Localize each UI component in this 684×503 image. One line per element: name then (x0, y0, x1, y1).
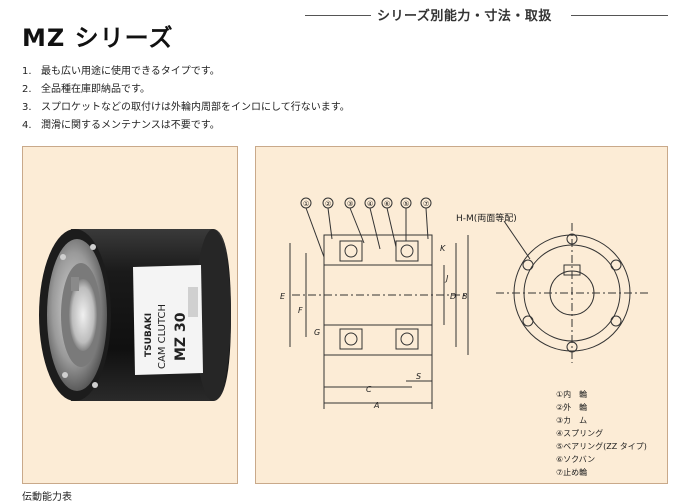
svg-text:⑥: ⑥ (384, 200, 390, 208)
label-brand: TSUBAKI (144, 313, 154, 357)
feature-list: 1.最も広い用途に使用できるタイプです。 2.全品種在庫即納品です。 3.スプロ… (22, 63, 350, 135)
dimension-drawing: ① ② ③ ④ ⑥ ⑤ ⑦ H-M(両面等配) K J D B E F G S … (255, 146, 668, 484)
svg-text:A: A (373, 401, 379, 410)
svg-text:C: C (366, 385, 372, 394)
svg-text:S: S (416, 372, 421, 381)
svg-text:F: F (298, 306, 303, 315)
parts-legend: ①内 輪 ②外 輪 ③カ ム ④スプリング ⑤ベアリング(ZZ タイプ) ⑥ソク… (556, 388, 647, 479)
svg-text:G: G (314, 328, 320, 337)
svg-text:②: ② (325, 200, 331, 208)
svg-text:①: ① (303, 200, 309, 208)
svg-text:⑦: ⑦ (423, 200, 429, 208)
header-rule-right (571, 15, 668, 16)
svg-text:B: B (462, 292, 468, 301)
legend-item: ①内 輪 (556, 390, 588, 399)
feature-item: 2.全品種在庫即納品です。 (22, 84, 150, 95)
legend-item: ③カ ム (556, 416, 588, 425)
label-product: CAM CLUTCH (157, 304, 168, 369)
legend-item: ⑦止め輪 (556, 468, 588, 477)
section-title: シリーズ別能力・寸法・取扱 (377, 9, 552, 24)
legend-item: ④スプリング (556, 429, 604, 438)
svg-text:D: D (450, 292, 456, 301)
svg-text:④: ④ (367, 200, 373, 208)
cam-clutch-illustration: TSUBAKI CAM CLUTCH MZ 30 (39, 229, 231, 401)
svg-text:K: K (440, 244, 446, 253)
feature-item: 1.最も広い用途に使用できるタイプです。 (22, 66, 220, 77)
legend-item: ②外 輪 (556, 403, 588, 412)
page-title: MZ シリーズ (22, 24, 174, 52)
product-photo: TSUBAKI CAM CLUTCH MZ 30 (22, 146, 238, 484)
svg-text:⑤: ⑤ (403, 200, 409, 208)
svg-text:③: ③ (347, 200, 353, 208)
label-model: MZ 30 (173, 312, 189, 361)
svg-text:E: E (280, 292, 286, 301)
cross-section-drawing: ① ② ③ ④ ⑥ ⑤ ⑦ H-M(両面等配) K J D B E F G S … (280, 197, 648, 410)
hm-label: H-M(両面等配) (456, 212, 517, 224)
header-rule-left (305, 15, 371, 16)
legend-item: ⑤ベアリング(ZZ タイプ) (556, 442, 647, 451)
feature-item: 3.スプロケットなどの取付けは外輪内周部をインロにして行ないます。 (22, 102, 350, 113)
legend-item: ⑥ソクバン (556, 455, 596, 464)
svg-text:J: J (444, 274, 449, 283)
feature-item: 4.潤滑に関するメンテナンスは不要です。 (22, 120, 220, 131)
